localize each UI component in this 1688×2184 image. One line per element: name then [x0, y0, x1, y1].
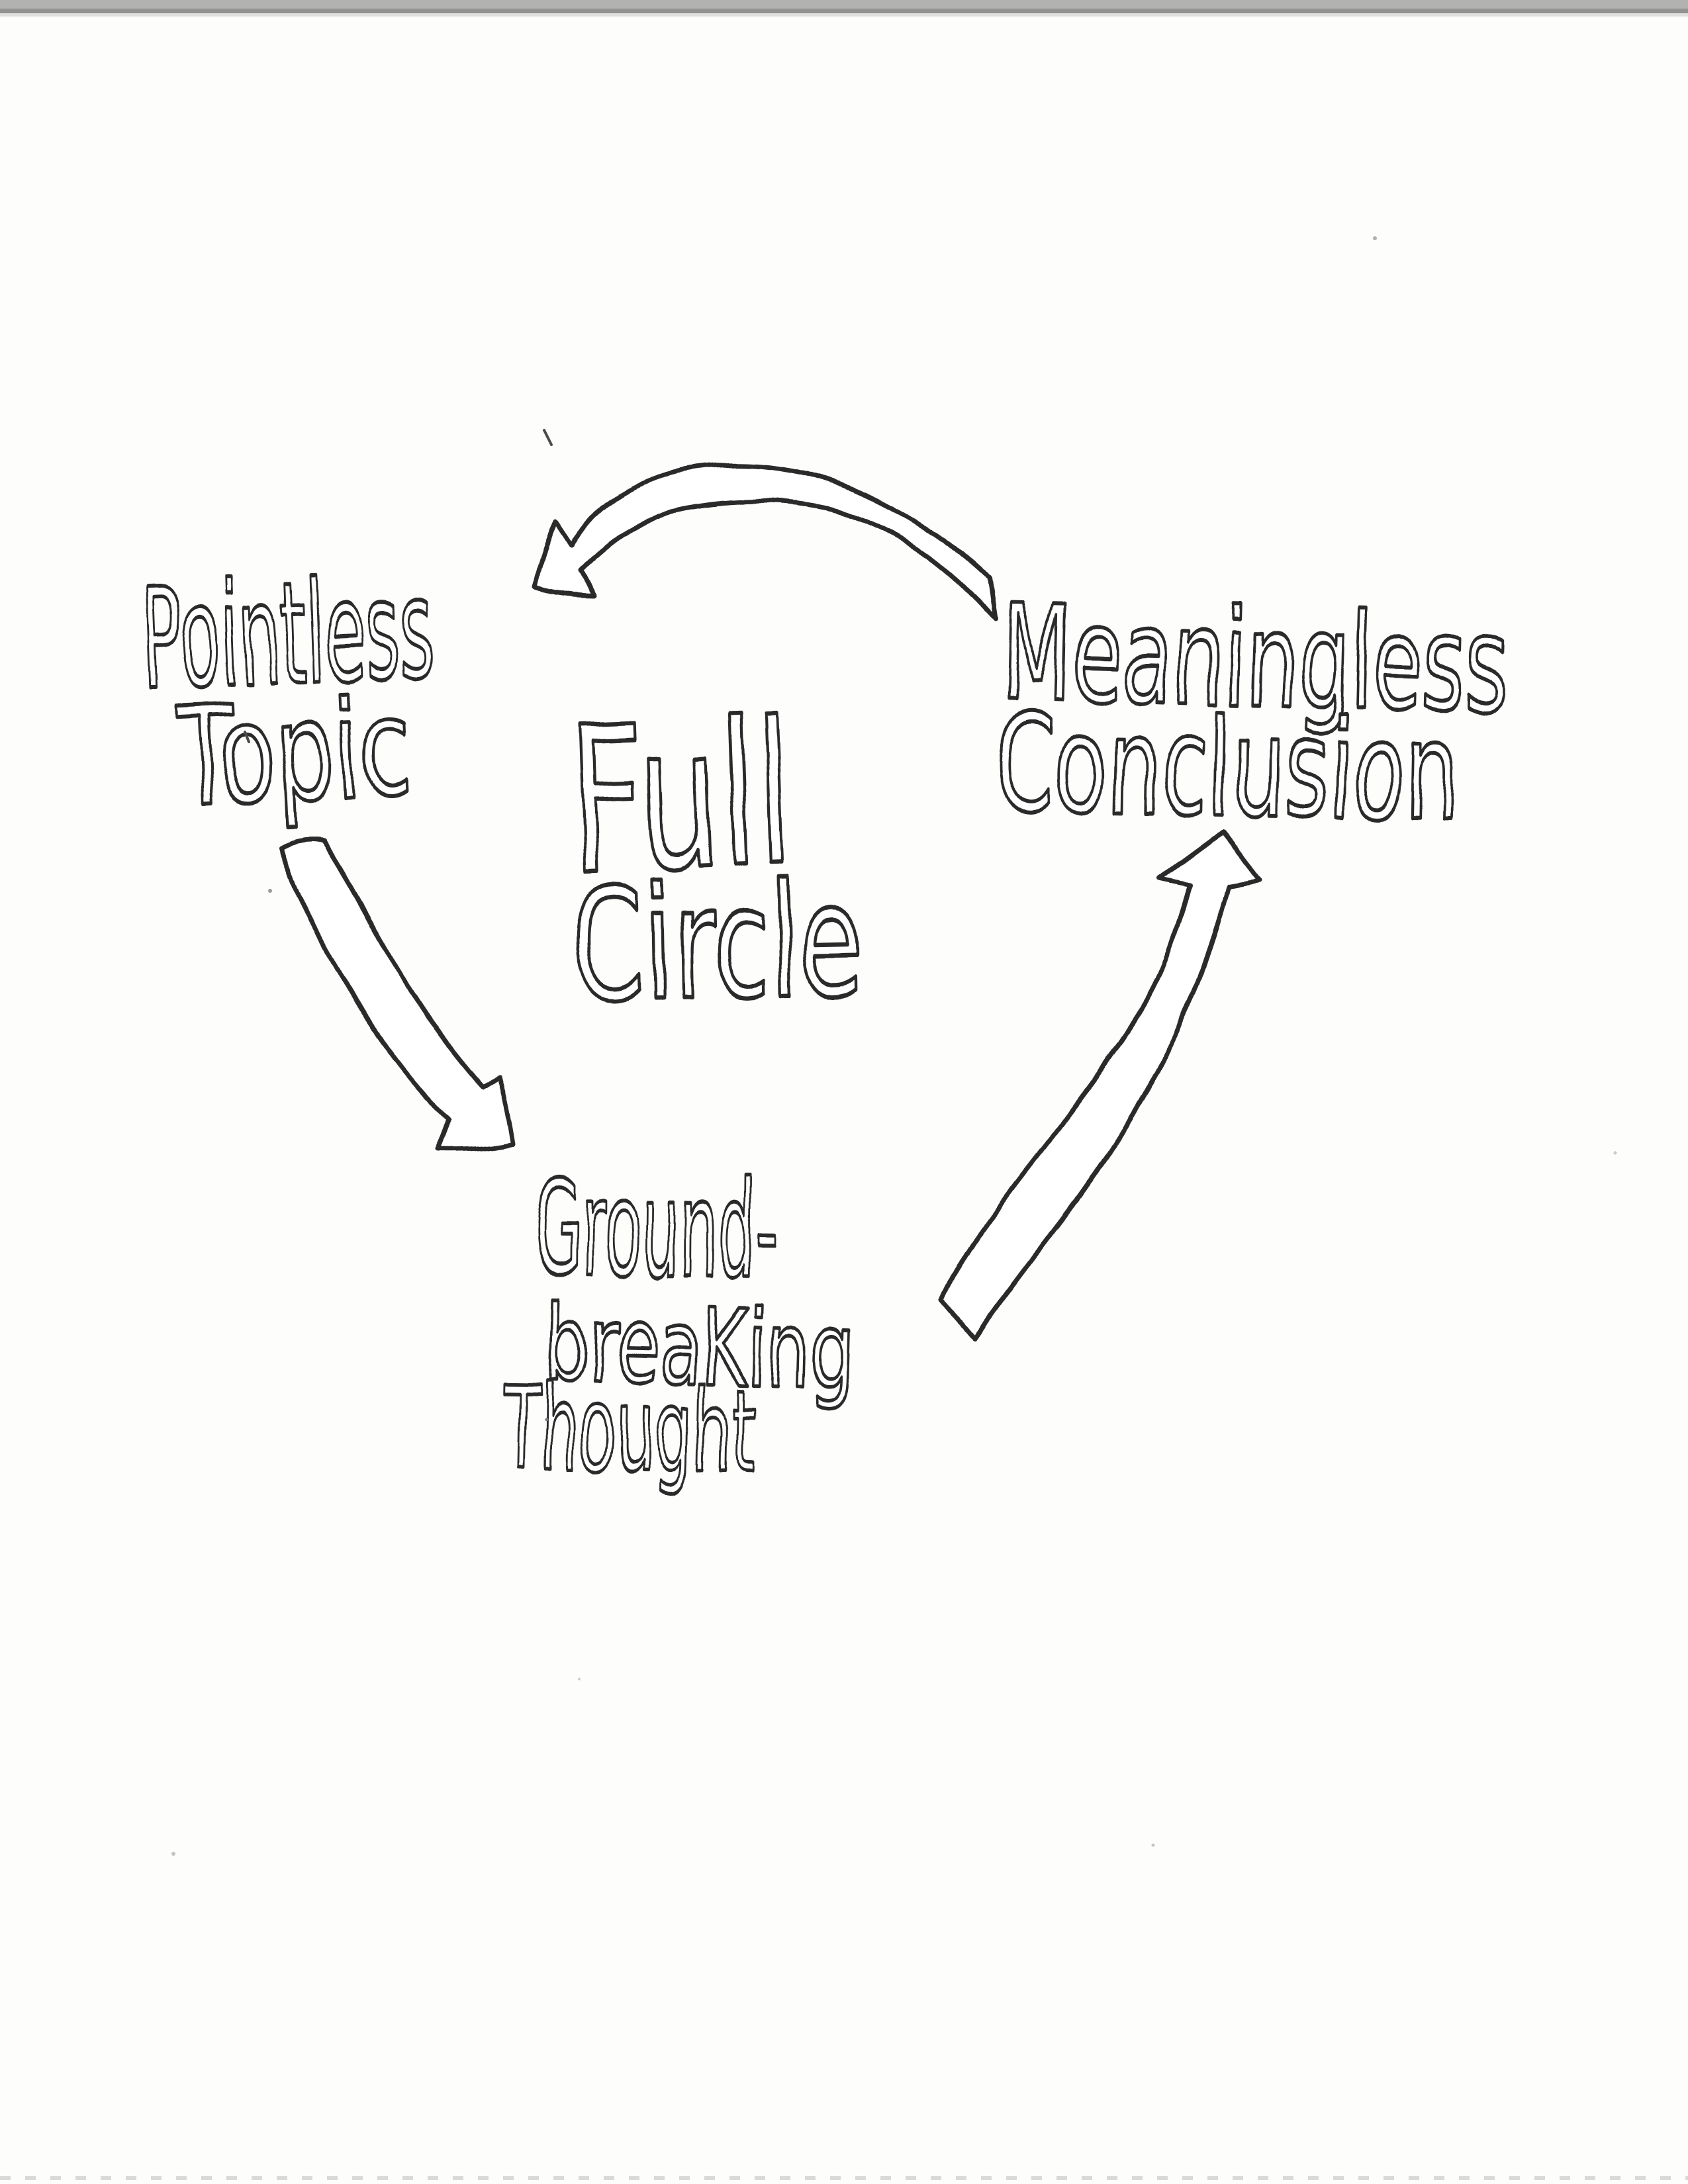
dust-speck: [1151, 1843, 1155, 1847]
diagram-title-line-1: Full: [566, 678, 796, 917]
dust-speck: [545, 1418, 549, 1422]
node-groundbreaking-thought-line-2: breaKing: [543, 1281, 857, 1413]
node-pointless-topic-line-2: Topic: [175, 669, 414, 837]
node-groundbreaking-thought-line-1: Ground-: [534, 1152, 779, 1308]
dust-speck: [1613, 1151, 1617, 1155]
scanner-edge-top-fade: [0, 13, 1688, 17]
dust-speck: [1373, 236, 1377, 240]
scanner-edge-top: [0, 0, 1688, 9]
dust-speck: [171, 1852, 175, 1856]
node-meaningless-conclusion-line-1: Meaningless: [1000, 576, 1511, 743]
curved-arrow-topic-to-thought-icon: [279, 837, 516, 1153]
dust-speck: [268, 889, 272, 893]
pen-tick-mark: [543, 429, 553, 446]
diagram-title-line-2: Circle: [570, 850, 865, 1036]
scanner-edge-bottom: [0, 2176, 1688, 2180]
node-pointless-topic-line-1: Pointless: [140, 548, 436, 720]
dust-speck: [578, 1678, 581, 1680]
pen-tick-mark: [244, 731, 250, 743]
curved-arrow-thought-to-conclusion-icon: [939, 830, 1262, 1342]
node-groundbreaking-thought-line-3: Thought: [502, 1361, 757, 1500]
scanner-edge-top-shadow-line: [0, 9, 1688, 13]
node-meaningless-conclusion-line-2: Conclusion: [994, 686, 1460, 851]
curved-arrow-conclusion-to-topic-icon: [532, 462, 999, 623]
